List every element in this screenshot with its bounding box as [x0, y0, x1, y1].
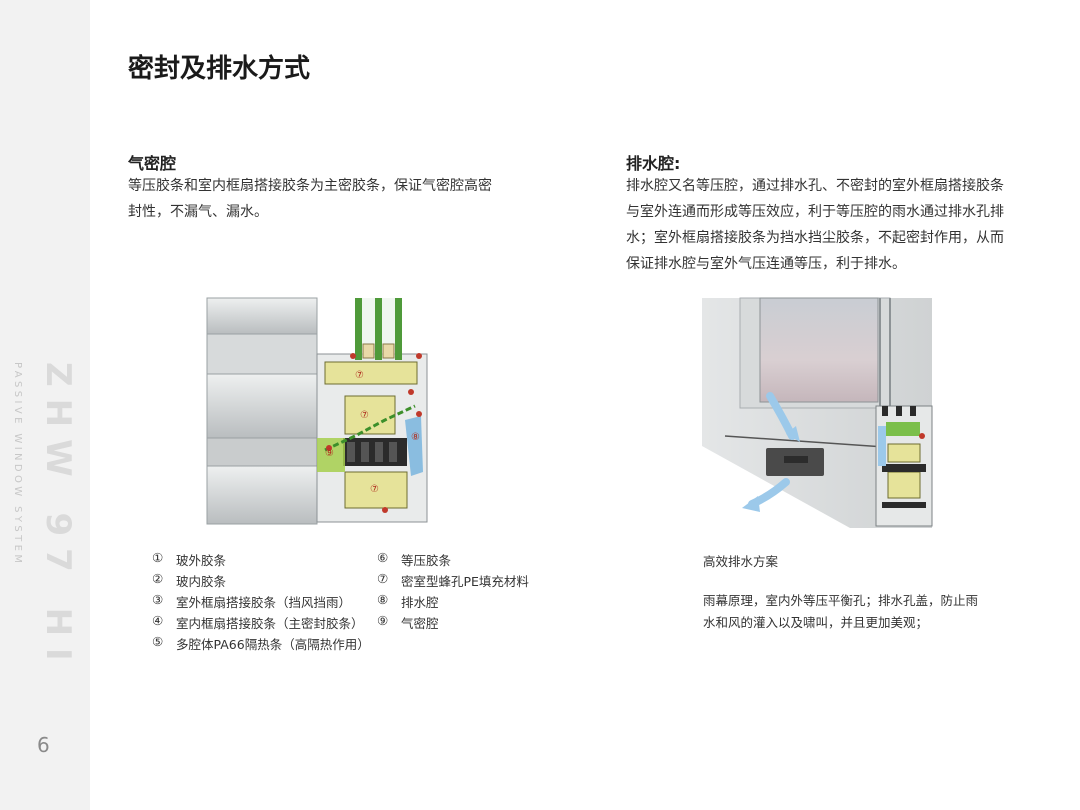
page-title: 密封及排水方式	[128, 54, 311, 84]
drainage-description-line: 雨幕原理，室内外等压平衡孔；排水孔盖，防止雨	[703, 593, 979, 608]
drain-line: 保证排水腔与室外气压连通等压，利于排水。	[626, 256, 906, 272]
legend-item: ② 玻内胶条	[152, 571, 226, 590]
airtight-section-title: 气密腔	[128, 154, 177, 173]
legend-item: ③ 室外框扇搭接胶条（挡风挡雨）	[152, 592, 351, 611]
drainage-description-line: 水和风的灌入以及啸叫，并且更加美观；	[703, 615, 929, 630]
drain-section-body: 排水腔又名等压腔，通过排水孔、不密封的室外框扇搭接胶条 与室外连通而形成等压效应…	[626, 173, 1004, 277]
drain-section-title: 排水腔:	[626, 154, 681, 173]
legend-item: ⑦ 密室型蜂孔PE填充材料	[377, 571, 529, 590]
airtight-line: 封性，不漏气、漏水。	[128, 204, 268, 220]
drainage-description: 雨幕原理，室内外等压平衡孔；排水孔盖，防止雨 水和风的灌入以及啸叫，并且更加美观…	[703, 590, 978, 634]
sidebar: ZHW 97 HI PASSIVE WINDOW SYSTEM 6	[0, 0, 90, 810]
legend-number: ⑥	[377, 550, 389, 565]
page-number: 6	[37, 733, 50, 757]
legend-label: 室外框扇搭接胶条（挡风挡雨）	[176, 595, 352, 610]
legend-number: ⑨	[377, 613, 389, 628]
legend-item: ① 玻外胶条	[152, 550, 226, 569]
legend-label: 多腔体PA66隔热条（高隔热作用）	[176, 637, 370, 652]
mark-eight: ⑧	[411, 432, 420, 443]
legend-item: ⑤ 多腔体PA66隔热条（高隔热作用）	[152, 634, 370, 653]
legend-number: ⑧	[377, 592, 389, 607]
legend-label: 室内框扇搭接胶条（主密封胶条）	[176, 616, 364, 631]
legend-label: 密室型蜂孔PE填充材料	[401, 574, 529, 589]
drain-line: 与室外连通而形成等压效应，利于等压腔的雨水通过排水孔排	[626, 204, 1004, 220]
drain-line: 排水腔又名等压腔，通过排水孔、不密封的室外框扇搭接胶条	[626, 178, 1004, 194]
mark-seven-mid: ⑦	[360, 410, 369, 421]
legend-number: ⑦	[377, 571, 389, 586]
mark-nine: ⑨	[325, 448, 334, 459]
brand-tagline: PASSIVE WINDOW SYSTEM	[12, 362, 23, 567]
profile-section-illustration: ⑦ ⑦ ⑦ ⑧ ⑨	[206, 297, 428, 525]
legend-label: 玻外胶条	[176, 553, 227, 568]
legend-number: ①	[152, 550, 164, 565]
mark-seven-bottom: ⑦	[370, 484, 379, 495]
mark-seven-top: ⑦	[355, 370, 364, 381]
legend-item: ⑨ 气密腔	[377, 613, 439, 632]
legend-item: ⑥ 等压胶条	[377, 550, 451, 569]
airtight-section-body: 等压胶条和室内框扇搭接胶条为主密胶条，保证气密腔高密 封性，不漏气、漏水。	[128, 173, 492, 225]
drainage-caption: 高效排水方案	[703, 554, 779, 569]
legend-item: ⑧ 排水腔	[377, 592, 439, 611]
legend-label: 等压胶条	[401, 553, 452, 568]
legend-left: ① 玻外胶条 ② 玻内胶条 ③ 室外框扇搭接胶条（挡风挡雨） ④ 室内框扇搭接胶…	[152, 550, 382, 660]
drain-line: 水；室外框扇搭接胶条为挡水挡尘胶条，不起密封作用，从而	[626, 230, 1004, 246]
legend-item: ④ 室内框扇搭接胶条（主密封胶条）	[152, 613, 364, 632]
legend-number: ②	[152, 571, 164, 586]
legend-number: ③	[152, 592, 164, 607]
drainage-illustration	[702, 297, 933, 528]
legend-label: 气密腔	[401, 616, 439, 631]
legend-label: 排水腔	[401, 595, 439, 610]
legend-middle: ⑥ 等压胶条 ⑦ 密室型蜂孔PE填充材料 ⑧ 排水腔 ⑨ 气密腔	[377, 550, 577, 640]
legend-number: ④	[152, 613, 164, 628]
legend-number: ⑤	[152, 634, 164, 649]
legend-label: 玻内胶条	[176, 574, 227, 589]
brand-name: ZHW 97 HI	[38, 362, 78, 673]
airtight-line: 等压胶条和室内框扇搭接胶条为主密胶条，保证气密腔高密	[128, 178, 492, 194]
